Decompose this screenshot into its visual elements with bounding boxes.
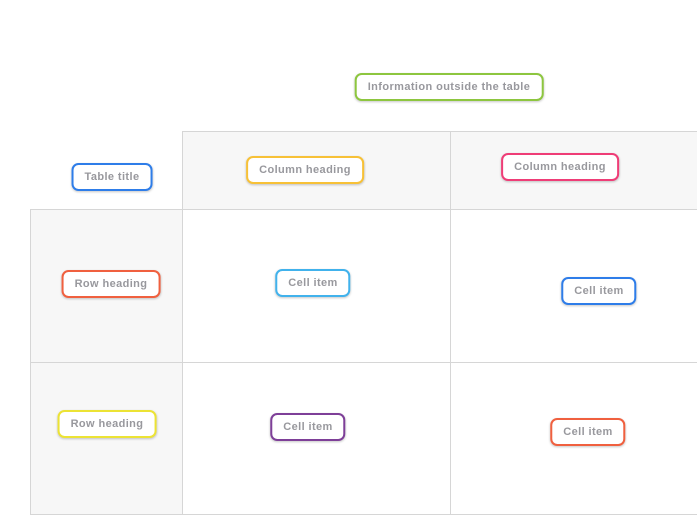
- node-cell-item-r2c1[interactable]: Cell item: [270, 413, 346, 441]
- grid-line-table-bottom: [30, 514, 697, 515]
- node-information-outside-table[interactable]: Information outside the table: [354, 73, 544, 101]
- grid-line-between-rows: [30, 362, 697, 363]
- grid-line-table-left: [30, 209, 31, 514]
- node-row-heading-2[interactable]: Row heading: [57, 410, 157, 438]
- row-heading-column-background-row2: [30, 362, 182, 514]
- node-cell-item-r2c2[interactable]: Cell item: [550, 418, 626, 446]
- node-cell-item-r1c2[interactable]: Cell item: [561, 277, 637, 305]
- node-column-heading-2[interactable]: Column heading: [501, 153, 619, 181]
- node-column-heading-1[interactable]: Column heading: [246, 156, 364, 184]
- node-row-heading-1[interactable]: Row heading: [61, 270, 161, 298]
- grid-line-table-top: [182, 131, 697, 132]
- grid-line-after-title-column: [182, 131, 183, 514]
- node-table-title[interactable]: Table title: [71, 163, 153, 191]
- grid-line-between-columns: [450, 131, 451, 514]
- grid-line-below-header: [30, 209, 697, 210]
- node-cell-item-r1c1[interactable]: Cell item: [275, 269, 351, 297]
